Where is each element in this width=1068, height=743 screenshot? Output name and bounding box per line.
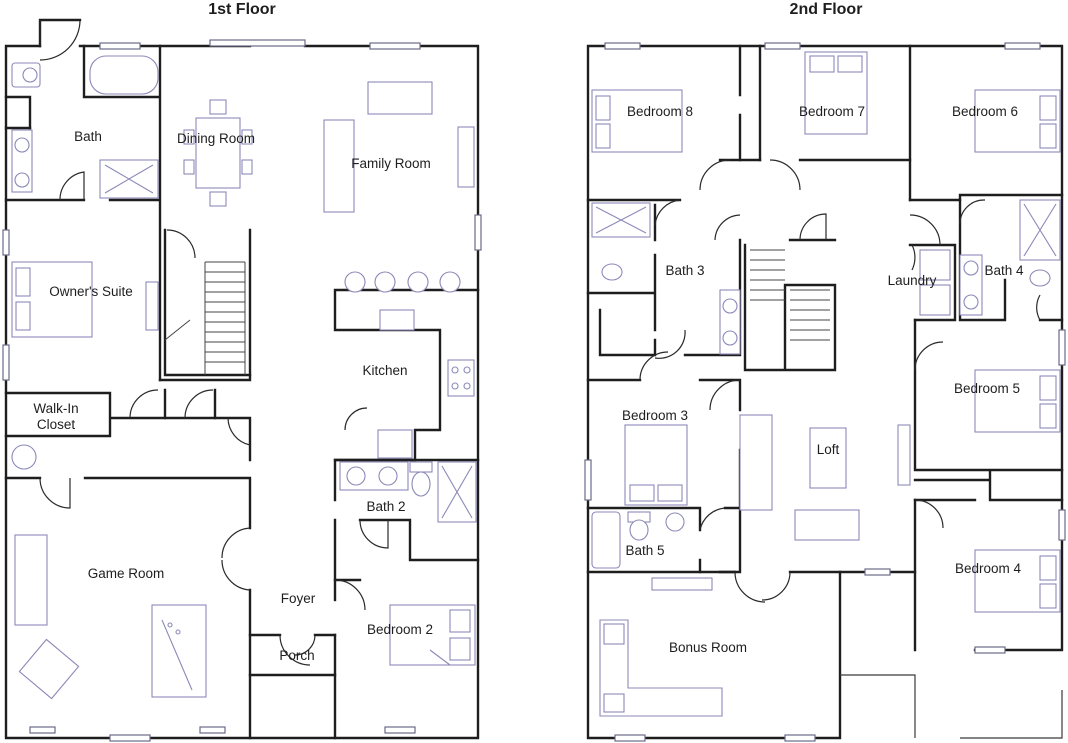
room-label-walk-in: Walk-In <box>33 401 78 416</box>
room-label-bath-2: Bath 2 <box>366 499 405 514</box>
room-label-laundry: Laundry <box>888 273 937 288</box>
second-floor-furniture <box>591 51 1061 717</box>
room-label-bedroom-7: Bedroom 7 <box>799 104 865 119</box>
second-floor-labels: Bedroom 8 Bedroom 7 Bedroom 6 Bath 3 Lau… <box>622 104 1024 655</box>
floor-title-2nd: 2nd Floor <box>790 1 863 18</box>
room-label-kitchen: Kitchen <box>362 363 407 378</box>
first-floor-doors <box>39 19 389 666</box>
room-label-bath-4: Bath 4 <box>984 263 1024 278</box>
room-label-bath-3: Bath 3 <box>665 263 704 278</box>
room-label-owners-suite: Owner's Suite <box>49 284 133 299</box>
room-label-game-room: Game Room <box>88 566 165 581</box>
second-floor-stairs <box>750 249 830 341</box>
first-floor-stairs <box>164 261 246 375</box>
room-label-bedroom-4: Bedroom 4 <box>955 561 1022 576</box>
first-floor-windows <box>2 39 482 742</box>
room-label-bedroom-2: Bedroom 2 <box>367 622 433 637</box>
floor-title-1st: 1st Floor <box>208 1 276 18</box>
first-floor-furniture <box>11 55 477 700</box>
room-label-porch: Porch <box>279 648 314 663</box>
first-floor-labels: Bath Dining Room Family Room Owner's Sui… <box>33 129 433 663</box>
second-floor-doors <box>639 159 1041 603</box>
room-label-bath-5: Bath 5 <box>625 543 664 558</box>
second-floor-windows <box>584 42 1066 742</box>
room-label-bonus-room: Bonus Room <box>669 640 747 655</box>
room-label-closet: Closet <box>37 417 76 432</box>
room-label-bedroom-3: Bedroom 3 <box>622 408 688 423</box>
room-label-foyer: Foyer <box>281 591 316 606</box>
room-label-bedroom-8: Bedroom 8 <box>627 104 693 119</box>
room-label-dining-room: Dining Room <box>177 131 255 146</box>
room-label-bath: Bath <box>74 129 102 144</box>
room-label-bedroom-6: Bedroom 6 <box>952 104 1018 119</box>
room-label-loft: Loft <box>817 442 840 457</box>
room-label-bedroom-5: Bedroom 5 <box>954 381 1020 396</box>
room-label-family-room: Family Room <box>351 156 431 171</box>
